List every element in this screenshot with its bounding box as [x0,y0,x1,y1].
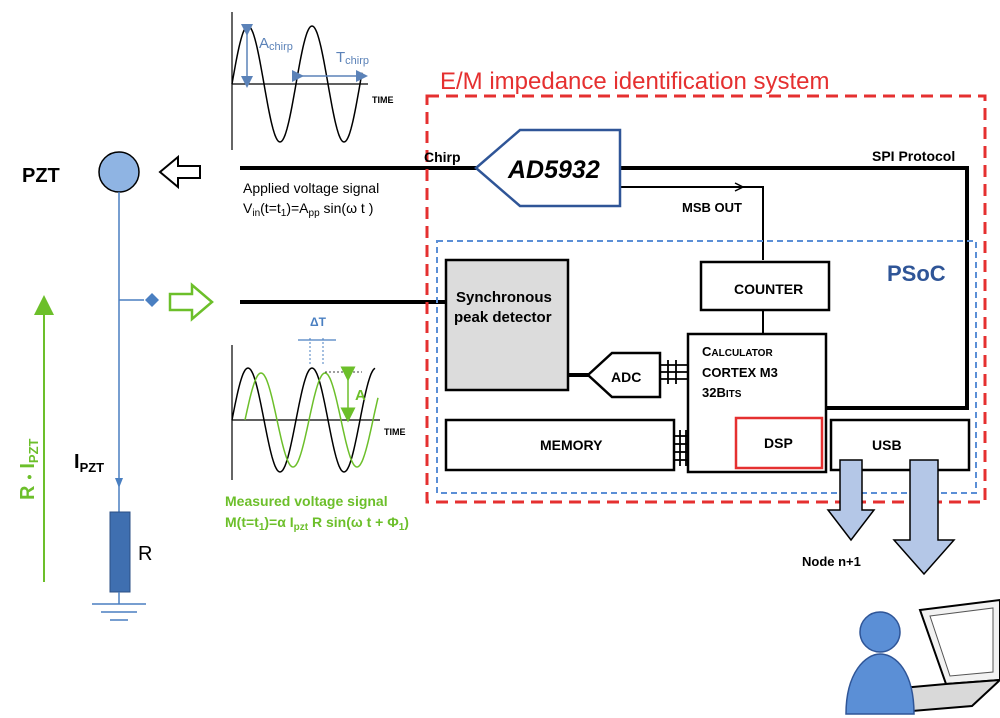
amplitude-a-label: A [355,387,366,404]
measured-signal-label: Measured voltage signal [225,493,388,509]
sync-peak-detector-line2: peak detector [454,309,552,326]
counter-label: COUNTER [734,281,803,297]
dsp-block [734,416,824,470]
hollow-left-arrow-icon [158,154,201,190]
pzt-element [98,151,140,193]
memory-block [444,418,676,472]
adc-block [586,351,662,399]
system-title: E/M impedance identification system [440,68,830,95]
sync-peak-detector-block [444,258,570,392]
msb-out-label: MSB OUT [682,200,742,215]
down-block-arrow-icon-large [892,459,956,576]
sync-peak-detector-line1: Synchronous [456,289,552,306]
counter-block [699,260,831,312]
dsp-label: DSP [764,435,793,451]
pzt-circuit: PZT IPZT R R•IPZT [17,151,159,621]
spi-line [620,166,969,410]
pzt-label: PZT [22,165,60,187]
ad5932-block [474,128,622,208]
usb-label: USB [872,437,902,453]
chirp-waveform: Achirp Tchirp TIME [231,12,394,150]
r-ipzt-vertical-label: R•IPZT [17,438,41,500]
green-right-arrow-icon [168,282,214,322]
t-chirp-label: Tchirp [336,49,369,67]
measured-waveform: ΔT A TIME [231,315,406,480]
calculator-line1: CALCULATOR [702,344,773,359]
user-laptop-icon [845,598,1000,715]
calculator-line3: 32BITS [702,385,742,400]
ground-icon [92,603,146,621]
chirp-label: Chirp [424,149,461,165]
ad5932-label: AD5932 [507,156,600,184]
memory-label: MEMORY [540,437,603,453]
psoc-boundary [436,240,977,494]
psoc-label: PSoC [887,261,946,286]
em-system-boundary [425,94,987,504]
down-block-arrow-icon [826,459,876,542]
applied-signal-label: Applied voltage signal [243,180,379,196]
applied-signal-equation: Vin(t=t1)=App sin(ω t ) [243,200,373,219]
resistor-label: R [138,543,152,565]
msb-out-line [620,186,764,260]
measured-signal-equation: M(t=t1)=α Ipzt R sin(ω t + Φ1) [225,514,409,533]
a-chirp-label: Achirp [259,35,293,53]
time-axis-label-top: TIME [372,95,394,105]
spi-protocol-label: SPI Protocol [872,148,955,164]
ipzt-label: IPZT [74,451,104,475]
time-axis-label-bottom: TIME [384,427,406,437]
node-label: Node n+1 [802,554,861,569]
adc-label: ADC [611,369,641,385]
calculator-line2: CORTEX M3 [702,365,778,380]
delta-t-label: ΔT [310,315,327,329]
resistor [109,511,131,593]
